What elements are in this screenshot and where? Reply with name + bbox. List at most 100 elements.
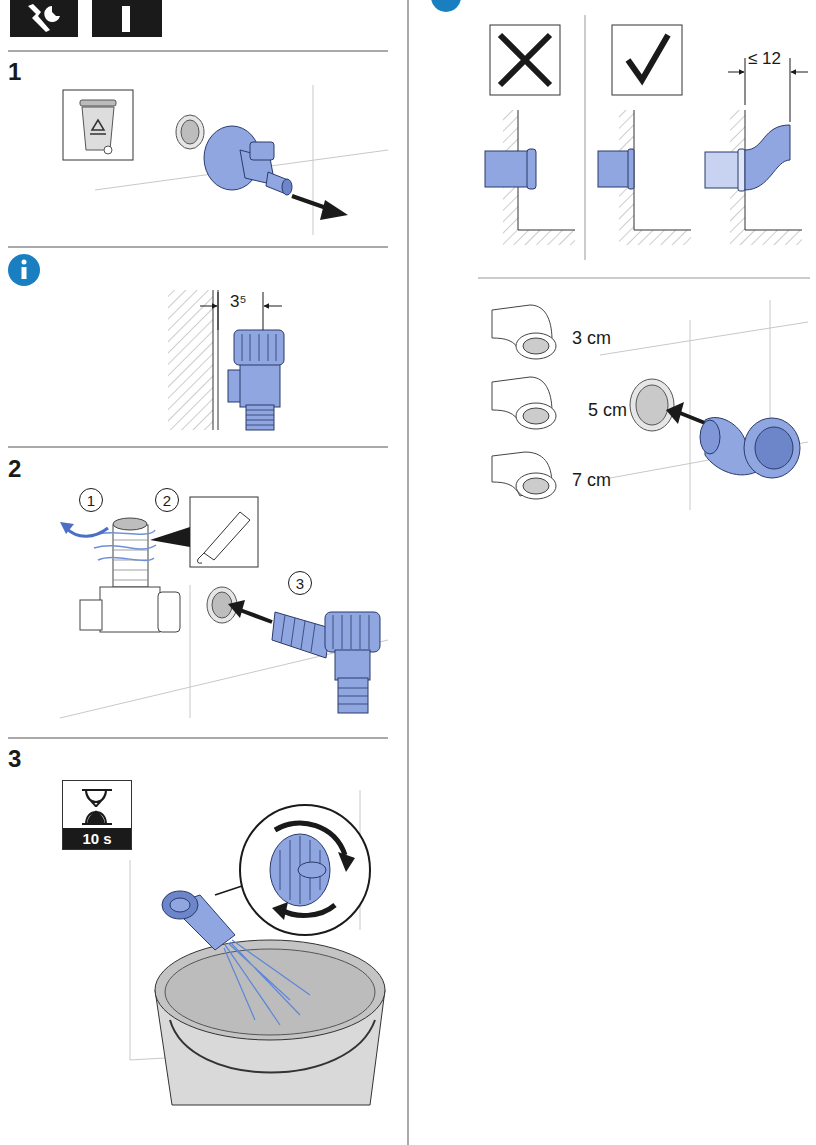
wall-tile-lines: [600, 322, 808, 355]
wall-socket: [181, 120, 199, 144]
insert-arrow: [680, 413, 705, 423]
elbow-fitting: [516, 403, 556, 429]
info-icon: [8, 254, 40, 286]
pipe-protruding: [527, 149, 536, 189]
wall-section: [503, 110, 802, 245]
recycling-icon: [90, 120, 106, 134]
timer-box: 10 s: [62, 780, 132, 850]
wall-section: [168, 290, 218, 430]
separator-line: [8, 51, 388, 52]
wall-section: [503, 230, 575, 245]
detail-zoom: [272, 902, 288, 920]
info-tab-icon: [92, 0, 162, 37]
angle-valve: [281, 615, 315, 652]
removal-arrow: [320, 200, 348, 220]
recycling-icon: [80, 100, 116, 106]
wall-section: [730, 230, 802, 245]
wall-section: [168, 290, 213, 430]
angle-valve: [246, 405, 274, 430]
angle-valve: [234, 330, 284, 365]
bucket: [170, 1020, 375, 1073]
info-icon: [431, 0, 461, 12]
wall-socket: [630, 379, 674, 431]
valve-outlet: [215, 885, 245, 895]
pipe-flush: [598, 151, 631, 187]
correct-icon: [612, 25, 682, 95]
wall-socket: [176, 115, 204, 149]
correct-icon: [628, 35, 668, 80]
insert-arrow: [228, 600, 272, 622]
angle-valve: [272, 612, 330, 658]
separator-line: [8, 738, 388, 739]
threaded-valve: [100, 587, 160, 632]
wall-tile-lines: [600, 300, 808, 510]
dimension-line: [200, 306, 217, 307]
detail-zoom: [240, 805, 370, 935]
wall-tile-lines: [190, 585, 191, 718]
wall-socket: [176, 115, 204, 149]
wall-tile-lines: [130, 1058, 165, 1060]
angle-valve: [204, 126, 292, 195]
wall-tile-lines: [60, 585, 388, 718]
separator-line: [585, 15, 586, 260]
detail-zoom: [282, 905, 335, 915]
wall-section: [213, 290, 214, 430]
wrap-arrow: [60, 522, 108, 536]
dimension-line: [263, 292, 264, 330]
dimension-line: [264, 306, 282, 307]
elbow-fitting: [492, 305, 556, 499]
callout-number: 3: [288, 571, 312, 595]
threaded-valve: [113, 518, 147, 530]
water-spray: [224, 940, 310, 1025]
recycling-icon: [63, 90, 133, 160]
pipe-flush: [628, 149, 634, 189]
separator-line: [408, 0, 409, 1145]
wall-tile-lines: [60, 640, 388, 718]
wrap-arrow: [60, 522, 74, 534]
separator-line: [8, 447, 388, 448]
recycling-icon: [82, 107, 114, 150]
callout-text: 1: [87, 493, 95, 508]
wrong-icon: [490, 25, 560, 95]
hourglass-icon: [87, 810, 105, 824]
elbow-fitting: [516, 333, 556, 359]
pipe-with-elbow: [738, 149, 745, 191]
bucket: [165, 949, 375, 1035]
detail-zoom: [270, 834, 330, 906]
dimension-line: [745, 58, 746, 105]
info-icon: [431, 0, 461, 12]
angle-valve: [240, 362, 280, 407]
separator-line: [8, 247, 388, 248]
threaded-valve: [80, 600, 102, 630]
elbow-fitting-blue: [744, 418, 800, 478]
valve-outlet: [170, 895, 235, 950]
tool-icon: [10, 0, 78, 37]
threaded-valve: [158, 592, 180, 632]
water-spray: [224, 940, 310, 1025]
wall-socket: [636, 385, 668, 425]
dimension-line: [200, 292, 282, 330]
wall-socket: [630, 379, 674, 431]
callout-number: 2: [155, 488, 179, 512]
wall-section: [619, 230, 691, 245]
valve-outlet: [162, 891, 198, 919]
removal-arrow: [292, 196, 348, 220]
insert-arrow: [240, 610, 272, 622]
hourglass-icon: [82, 790, 112, 824]
bucket: [155, 940, 385, 1040]
info-icon: [22, 267, 27, 279]
info-tab-icon: [122, 6, 130, 32]
angle-valve: [338, 688, 368, 704]
pipe-protruding: [485, 151, 533, 187]
wall-tile-lines: [130, 860, 131, 1060]
elbow-fitting: [523, 338, 549, 354]
insert-arrow: [666, 402, 684, 424]
dimension-text: ≤ 12: [748, 50, 781, 67]
angle-valve: [246, 410, 274, 425]
tool-icon: [10, 0, 78, 37]
angle-valve: [335, 650, 370, 680]
insert-arrow: [228, 600, 245, 618]
sealant-tube-icon: [150, 527, 190, 547]
sealant-tube-icon: [198, 553, 205, 563]
